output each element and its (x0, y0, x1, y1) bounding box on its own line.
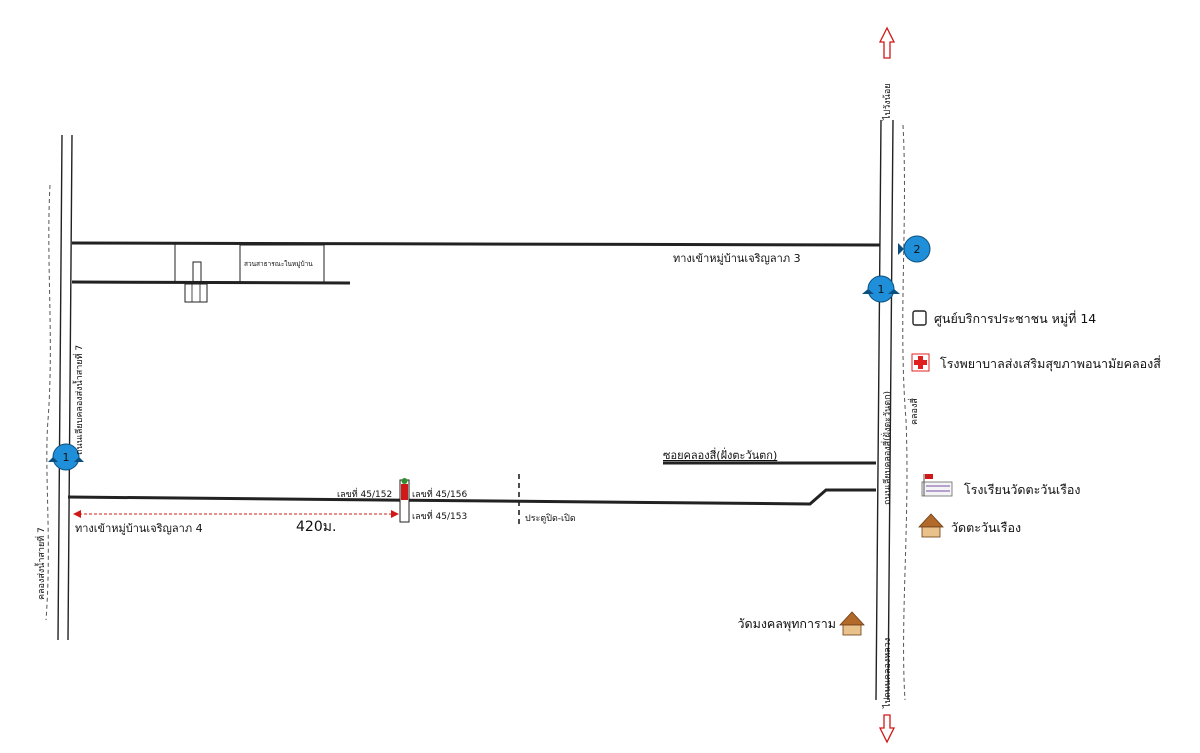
hospital: โรงพยาบาลส่งเสริมสุขภาพอนามัยคลองสี่ (911, 353, 1161, 372)
marker-1-right: 1 (862, 275, 900, 303)
temple-icon (918, 513, 944, 538)
park-area (174, 243, 325, 303)
marker-1-right-label: 1 (878, 283, 885, 296)
arrow-up-icon (878, 26, 896, 59)
school: โรงเรียนวัดตะวันเรือง (921, 474, 1081, 497)
service-center: ศูนย์บริการประชาชน หมู่ที่ 14 (912, 310, 1096, 327)
marker-2-label: 2 (914, 243, 921, 256)
marker-1-left-label: 1 (63, 451, 70, 464)
top-direction-label: ไปวังน้อย (882, 83, 893, 121)
plot-a-label: เลขที่ 45/152 (337, 487, 392, 500)
inner-road (71, 280, 351, 285)
temple-icon (839, 611, 865, 636)
school-icon (921, 474, 953, 497)
left-canal-label: คลองส่งน้ำสายที่ 7 (34, 527, 47, 600)
right-canal (902, 124, 908, 701)
plot-b-label: เลขที่ 45/156 (412, 487, 467, 500)
arrow-down-icon (878, 714, 896, 744)
marker-2: 2 (898, 235, 931, 263)
temple-2: วัดมงคลพุทการาม (737, 611, 865, 636)
hospital-label: โรงพยาบาลส่งเสริมสุขภาพอนามัยคลองสี่ (940, 355, 1161, 372)
village-road-3 (71, 241, 881, 247)
right-road-label-bottom: ไปถนนคลองหลวง (882, 638, 893, 709)
soi-label: ซอยคลองสี่(ฝั่งตะวันตก) (663, 447, 777, 462)
left-road (57, 134, 73, 641)
temple-1: วัดตะวันเรือง (918, 513, 1021, 538)
plot-c-label: เลขที่ 45/153 (412, 509, 467, 522)
left-canal (45, 184, 51, 621)
park-label: สวนสาธารณะในหมู่บ้าน (244, 260, 313, 268)
plot-marker (399, 478, 410, 523)
temple-2-label: วัดมงคลพุทการาม (737, 616, 836, 632)
service-center-label: ศูนย์บริการประชาชน หมู่ที่ 14 (934, 310, 1096, 327)
school-label: โรงเรียนวัดตะวันเรือง (964, 482, 1081, 497)
village-road-3-label: ทางเข้าหมู่บ้านเจริญลาภ 3 (673, 252, 801, 265)
left-road-label: ถนนเลียบคลองส่งน้ำสายที่ 7 (72, 345, 85, 455)
right-road (875, 119, 894, 701)
gate-label: ประตูปิด-เปิด (525, 513, 576, 524)
right-road-label-top: ถนนเลียบคลองสี่(ฝั่งตะวันตก) (880, 391, 893, 505)
marker-1-left: 1 (48, 443, 84, 471)
village-road-4 (67, 488, 876, 506)
temple-1-label: วัดตะวันเรือง (951, 520, 1021, 535)
village-road-4-label: ทางเข้าหมู่บ้านเจริญลาภ 4 (75, 522, 203, 535)
distance-label: 420ม. (296, 519, 336, 535)
service-center-icon (912, 310, 927, 326)
right-canal-label: คลองสี่ (907, 398, 920, 425)
